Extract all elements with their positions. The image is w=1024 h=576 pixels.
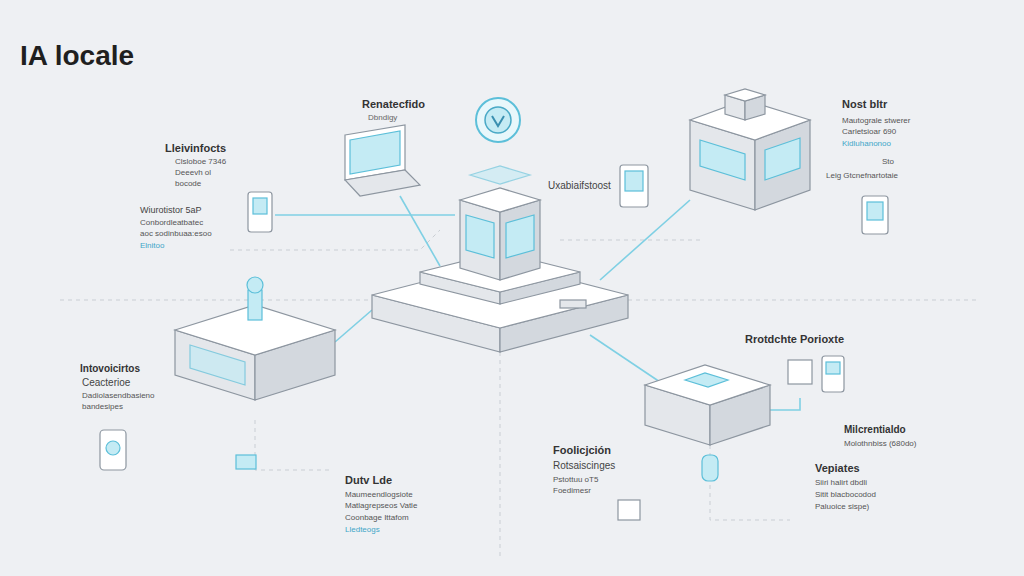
component-heading: Nost bltr — [842, 98, 887, 111]
component-note: Dbndigy — [368, 113, 397, 122]
component-note: Leig Gtcnefnartotaie — [826, 171, 898, 180]
small-devices — [100, 165, 888, 520]
device — [620, 165, 648, 207]
component-heading: Dutv Lde — [345, 474, 392, 487]
component-heading: Vepiates — [815, 462, 860, 475]
component-heading: Intovoicirtos — [80, 363, 140, 375]
wire — [275, 214, 455, 216]
tower-screen — [506, 215, 534, 258]
component-note: Foedimesr — [553, 486, 591, 495]
building-window — [700, 140, 745, 180]
component-note: Mautograle stwerer — [842, 116, 910, 125]
component-note: Coonbage Ittafom — [345, 513, 409, 522]
component-note: Deeevh ol — [175, 168, 211, 177]
tower-side — [500, 200, 540, 280]
component-note: Maumeendlogsiote — [345, 490, 413, 499]
device — [788, 360, 812, 384]
component-note: Wiurotistor 5aP — [140, 205, 202, 215]
component-note: Lledteogs — [345, 525, 380, 534]
component-note: Ceacterioe — [82, 377, 130, 389]
wire — [400, 196, 440, 266]
phone-icon — [106, 441, 120, 455]
phone — [100, 430, 126, 470]
component-note: Siiri halirt dbdli — [815, 478, 867, 487]
component-note: Elnitoo — [140, 241, 164, 250]
platform-chip — [685, 373, 728, 387]
wire — [590, 335, 660, 382]
grid-line — [560, 240, 700, 241]
sensor — [248, 290, 262, 320]
platform-top — [645, 365, 770, 405]
tower-screen — [466, 215, 494, 258]
device-screen — [867, 202, 883, 220]
top-right-building — [690, 89, 810, 210]
wire — [335, 310, 372, 342]
tower-top — [460, 188, 540, 212]
rooftop-box — [725, 89, 765, 101]
component-note: Paluoice sispe) — [815, 502, 869, 511]
grid-line — [255, 420, 330, 470]
component-heading: Lleivinfocts — [165, 142, 226, 155]
wires — [275, 196, 800, 410]
device — [236, 455, 256, 469]
component-note: Uxabiaifstoost — [548, 180, 611, 192]
glow — [470, 166, 530, 184]
grid-line — [628, 300, 980, 301]
platform-window — [190, 345, 245, 385]
laptop-keyboard — [345, 170, 420, 196]
device-screen — [625, 171, 643, 191]
bottom-right-platform — [645, 365, 770, 445]
grid-line — [710, 445, 790, 520]
device-screen — [253, 198, 267, 214]
component-heading: Renatecfido — [362, 98, 425, 111]
component-note: Kidluhanonoo — [842, 139, 891, 148]
component-heading: Foolicjción — [553, 444, 611, 457]
grid-line — [60, 300, 372, 301]
component-note: Clsloboe 7346 — [175, 157, 226, 166]
central-platform — [372, 98, 628, 352]
ai-icon — [485, 107, 511, 133]
ai-icon — [492, 116, 504, 126]
port — [560, 300, 586, 308]
component-heading: Rrotdchte Porioxte — [745, 333, 844, 346]
component-note: Matlagrepseos Vatle — [345, 501, 417, 510]
bottom-left-platform — [175, 277, 335, 400]
building-window — [765, 138, 800, 180]
grid-line — [500, 352, 501, 560]
component-note: Conbordleatbatec — [140, 218, 203, 227]
diagram-title: IA locale — [20, 40, 134, 72]
ai-icon — [476, 98, 520, 142]
component-note: Dadiolasendbasieno — [82, 391, 155, 400]
component-note: Molothnbiss (680do) — [844, 439, 916, 448]
device-screen — [826, 362, 840, 374]
grid-lines — [60, 230, 980, 560]
component-note: Sitit blacbocodod — [815, 490, 876, 499]
laptop — [345, 125, 420, 196]
wire — [600, 200, 690, 280]
component-note: Pstottuu oT5 — [553, 475, 598, 484]
cylinder — [702, 455, 718, 481]
device — [248, 192, 272, 232]
component-note: Carletsioar 690 — [842, 127, 896, 136]
device — [618, 500, 640, 520]
component-note: Sto — [882, 157, 894, 166]
device — [822, 356, 844, 392]
component-heading: Milcrentialdo — [844, 424, 906, 436]
device — [862, 196, 888, 234]
wire — [770, 398, 800, 410]
tower-side — [460, 200, 500, 280]
component-note: bandesipes — [82, 402, 123, 411]
component-note: aoc sodinbuaa:esoo — [140, 229, 212, 238]
laptop-display — [350, 131, 400, 174]
sensor — [247, 277, 263, 293]
grid-line — [230, 230, 440, 250]
component-note: Rotsaiscinges — [553, 460, 615, 472]
component-note: bocode — [175, 179, 201, 188]
